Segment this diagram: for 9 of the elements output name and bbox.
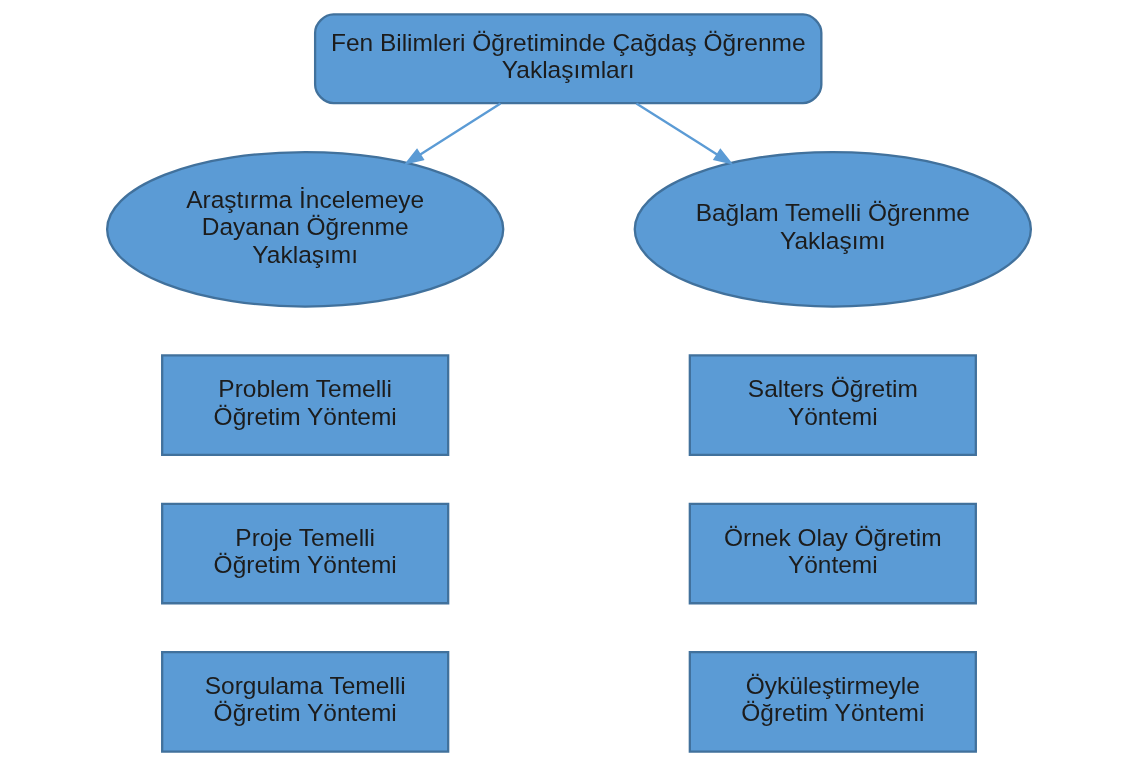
- node-box: Proje Temelli Öğretim Yöntemi: [161, 502, 450, 605]
- node-box: Örnek Olay Öğretim Yöntemi: [688, 502, 977, 605]
- node-box: Problem Temelli Öğretim Yöntemi: [161, 354, 450, 457]
- node-box: Sorgulama Temelli Öğretim Yöntemi: [161, 651, 450, 753]
- node-box: Öyküleştirmeyle Öğretim Yöntemi: [688, 651, 977, 753]
- node-box: Fen Bilimleri Öğretiminde Çağdaş Öğrenme Yaklaşımları: [313, 13, 823, 105]
- arrow: [404, 102, 502, 165]
- arrow: [635, 102, 734, 165]
- node-box: Salters Öğretim Yöntemi: [688, 354, 977, 457]
